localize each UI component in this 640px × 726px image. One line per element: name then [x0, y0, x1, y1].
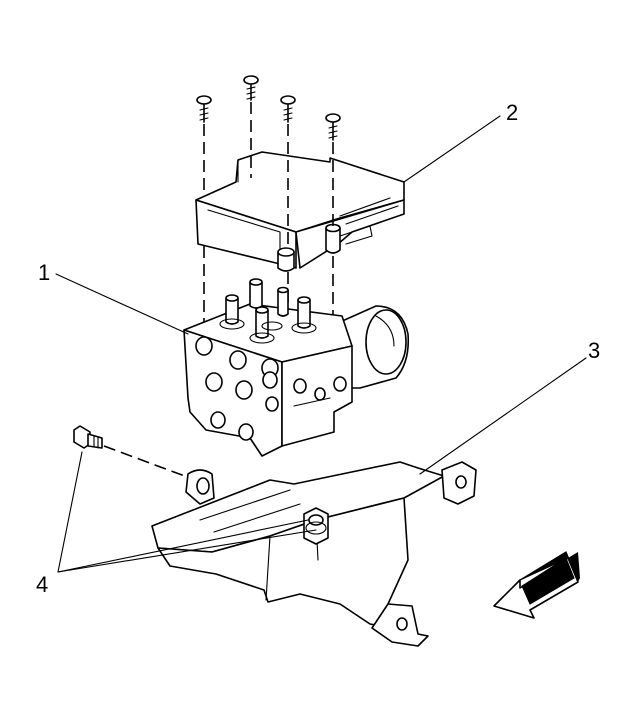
- screw-icon: [325, 113, 341, 141]
- leader-line-2: [403, 115, 501, 183]
- modulator-valve-bracket: [151, 461, 477, 647]
- screw-icon: [280, 95, 296, 123]
- cover-screws: [196, 75, 341, 350]
- screw-icon: [196, 95, 212, 123]
- direction-arrow-icon: [493, 551, 580, 619]
- leader-line-4a: [57, 451, 83, 573]
- control-module-cover: [195, 151, 405, 272]
- screw-icon: [73, 425, 103, 449]
- leader-lines: [55, 115, 587, 573]
- callout-2: 2: [506, 100, 518, 125]
- leader-line-4b: [57, 519, 309, 573]
- callout-1: 1: [38, 260, 50, 285]
- screw-icon: [243, 75, 259, 101]
- leader-line-1: [55, 273, 189, 335]
- callout-4: 4: [36, 572, 48, 597]
- leader-line-4c: [57, 529, 317, 573]
- leader-line-3: [419, 357, 587, 475]
- modulator-valve-assembly: [183, 278, 410, 457]
- bracket-bolt: [73, 425, 191, 479]
- callout-3: 3: [588, 338, 600, 363]
